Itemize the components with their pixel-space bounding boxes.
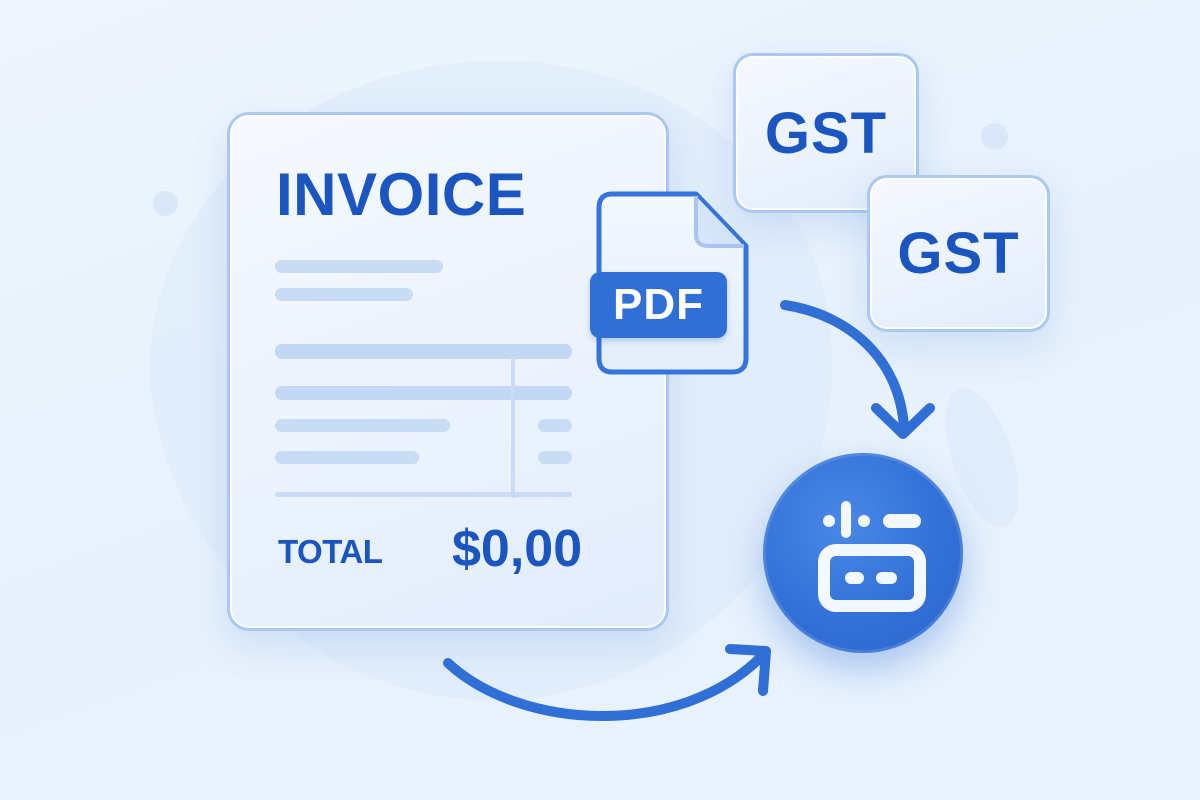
table-bottom-rule <box>275 492 572 497</box>
total-label: TOTAL <box>278 533 383 570</box>
invoice-title: INVOICE <box>276 161 527 228</box>
table-column-divider <box>511 356 515 498</box>
gst-badge-label: GST <box>897 221 1020 286</box>
accounting-device-icon <box>818 501 926 612</box>
table-cell-line <box>275 419 450 432</box>
gst-badge-label: GST <box>764 100 888 166</box>
table-header-line <box>275 344 572 359</box>
background-dot-left <box>153 191 178 216</box>
placeholder-line <box>275 288 413 301</box>
total-value: $0,00 <box>452 520 583 578</box>
table-row-line <box>275 386 572 400</box>
invoice-document: INVOICE TOTAL $0,00 <box>227 112 669 631</box>
process-node <box>763 453 963 653</box>
table-cell-amount <box>538 451 572 464</box>
table-cell-amount <box>538 419 572 432</box>
placeholder-line <box>275 260 443 273</box>
pdf-label: PDF <box>590 272 727 338</box>
table-cell-line <box>275 451 419 464</box>
background-dot-right <box>981 123 1008 150</box>
gst-badge: GST <box>733 53 919 213</box>
gst-badge: GST <box>867 175 1050 332</box>
